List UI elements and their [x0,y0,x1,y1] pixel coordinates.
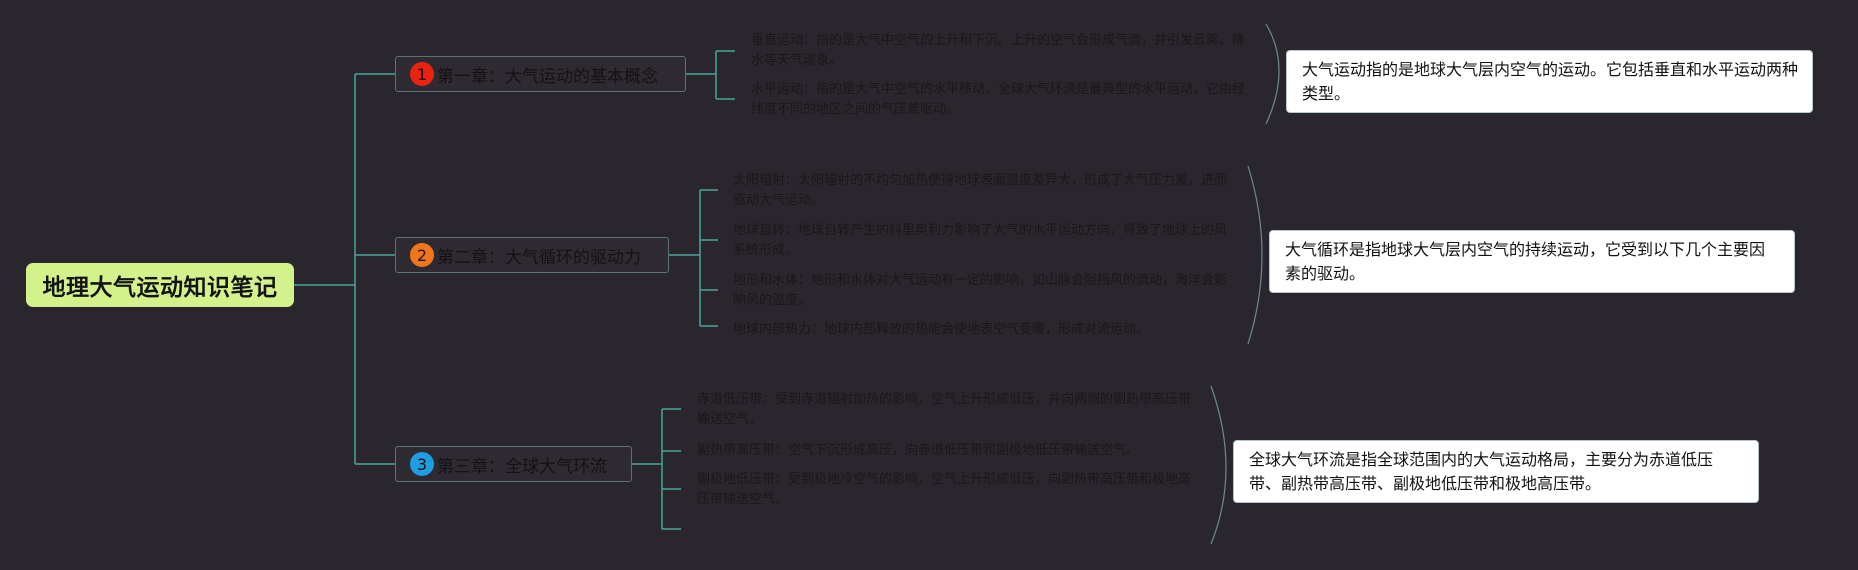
chapter-2-detail-3[interactable]: 地形和水体：地形和水体对大气运动有一定的影响，如山脉会阻挡风的流动，海洋会影响风… [733,273,1228,308]
chapter-3-detail-1[interactable]: 赤道低压带：受到赤道辐射加热的影响，空气上升形成低压，并向两侧的副热带高压带输送… [697,392,1192,427]
chapter-3-node[interactable]: 3 第三章：全球大气环流 [395,446,632,482]
chapter-1-number-badge: 1 [410,62,434,86]
chapter-1-summary-text: 大气运动指的是地球大气层内空气的运动。它包括垂直和水平运动两种类型。 [1302,60,1799,103]
root-title: 地理大气运动知识笔记 [42,275,278,301]
chapter-3-title: 第三章：全球大气环流 [437,456,607,477]
chapter-1-detail-2[interactable]: 水平运动：指的是大气中空气的水平移动。全球大气环流是最典型的水平运动，它由经纬度… [751,82,1246,117]
chapter-1-title: 第一章：大气运动的基本概念 [437,66,658,87]
chapter-3-detail-2[interactable]: 副热带高压带：空气下沉形成高压，向赤道低压带和副极地低压带输送空气。 [697,443,1140,458]
chapter-1-summary[interactable]: 大气运动指的是地球大气层内空气的运动。它包括垂直和水平运动两种类型。 [1286,50,1813,113]
chapter-2-node[interactable]: 2 第二章：大气循环的驱动力 [395,237,669,273]
chapter-2-detail-1[interactable]: 太阳辐射：太阳辐射的不均匀加热使得地球表面温度差异大，形成了大气压力差，进而驱动… [733,173,1228,208]
chapter-2-detail-2[interactable]: 地球自转：地球自转产生的科里奥利力影响了大气的水平运动方向，导致了地球上的风系统… [733,223,1228,258]
chapter-2-detail-4[interactable]: 地球内部热力：地球内部释放的热能会使地表空气变暖，形成对流运动。 [733,322,1150,337]
chapter-1-detail-1[interactable]: 垂直运动：指的是大气中空气的上升和下沉。上升的空气会形成气流，并引发云雾、降水等… [751,33,1246,68]
chapter-3-summary-text: 全球大气环流是指全球范围内的大气运动格局，主要分为赤道低压带、副热带高压带、副极… [1249,450,1714,493]
chapter-3-summary[interactable]: 全球大气环流是指全球范围内的大气运动格局，主要分为赤道低压带、副热带高压带、副极… [1233,440,1759,503]
chapter-2-title: 第二章：大气循环的驱动力 [437,247,641,268]
chapter-2-summary[interactable]: 大气循环是指地球大气层内空气的持续运动，它受到以下几个主要因素的驱动。 [1269,230,1795,293]
chapter-2-summary-text: 大气循环是指地球大气层内空气的持续运动，它受到以下几个主要因素的驱动。 [1285,240,1766,283]
chapter-3-number-badge: 3 [410,452,434,476]
chapter-2-number-badge: 2 [410,243,434,267]
root-topic[interactable]: 地理大气运动知识笔记 [26,263,294,307]
chapter-3-detail-3[interactable]: 副极地低压带：受到极地冷空气的影响，空气上升形成低压，向副热带高压带和极地高压带… [697,472,1192,507]
chapter-1-node[interactable]: 1 第一章：大气运动的基本概念 [395,56,686,92]
